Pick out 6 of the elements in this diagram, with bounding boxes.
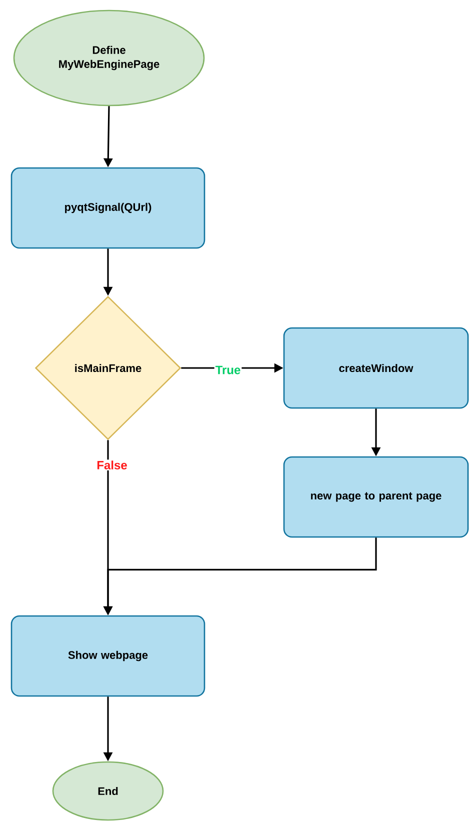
process-box: Show webpage [10,615,206,697]
process-box: pyqtSignal(QUrl) [10,167,206,249]
edge-label: False [96,460,128,470]
edge-label: True [214,364,242,376]
process-box: createWindow [283,327,469,409]
process-box: new page to parent page [283,456,469,538]
